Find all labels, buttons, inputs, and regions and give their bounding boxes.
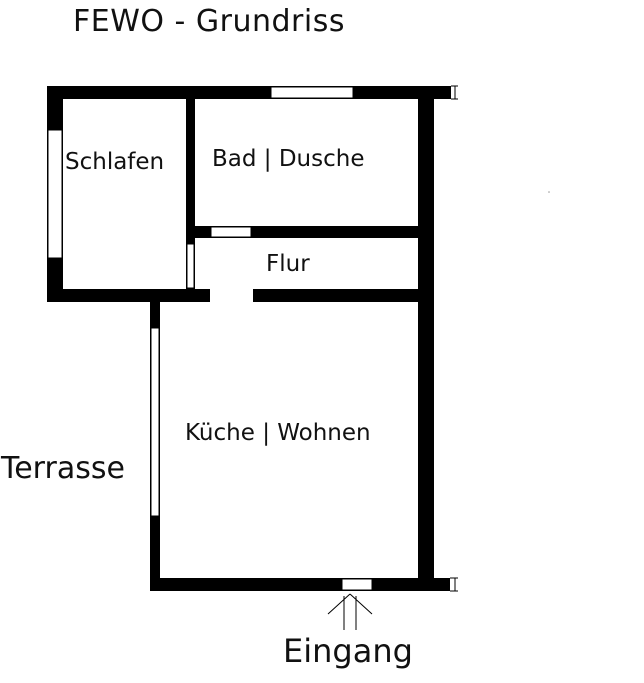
- entrance-door: [341, 578, 373, 591]
- wall-bedroom-bottom: [47, 289, 210, 302]
- label-terrasse: Terrasse: [0, 451, 125, 486]
- window-terrace: [150, 327, 160, 517]
- window-bedroom-corridor: [186, 243, 195, 289]
- label-eingang: Eingang: [283, 632, 413, 670]
- room-label-flur: Flur: [266, 251, 310, 277]
- windows: [47, 86, 373, 591]
- room-label-kueche: Küche | Wohnen: [185, 420, 371, 446]
- wall-corridor-bottom: [253, 289, 431, 302]
- room-label-schlafen: Schlafen: [65, 149, 164, 175]
- plan-title: FEWO - Grundriss: [73, 4, 345, 39]
- window-bath-corridor: [210, 226, 252, 238]
- wall-top: [47, 86, 451, 99]
- wall-right: [418, 86, 434, 591]
- wall-bottom: [150, 578, 450, 591]
- window-top-bath: [270, 86, 354, 99]
- room-label-bad: Bad | Dusche: [212, 146, 365, 172]
- wall-bedroom-partition: [186, 86, 195, 302]
- entrance-arrow-icon: [327, 593, 373, 630]
- speck: [548, 191, 550, 193]
- wall-end-marks: [450, 85, 458, 592]
- window-bedroom-left: [47, 129, 63, 259]
